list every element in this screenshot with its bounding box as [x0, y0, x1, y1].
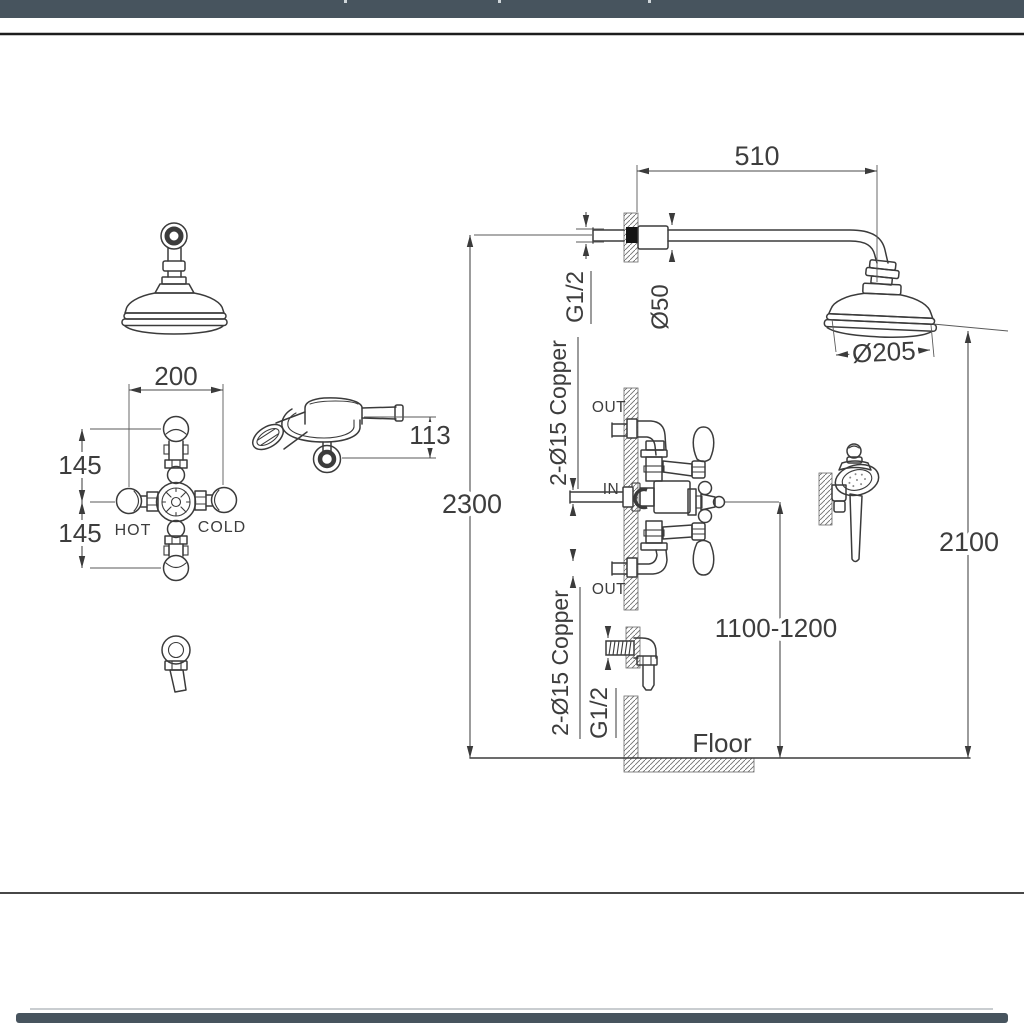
shower-head-side-view: [823, 282, 938, 338]
header-text-fragment: [344, 0, 347, 3]
outlet-elbow-side-view: G1/2: [586, 626, 658, 739]
dim-g12-outlet-label: G1/2: [586, 687, 613, 739]
dim-d50: Ø50: [647, 213, 676, 330]
dim-510-label: 510: [734, 141, 779, 171]
dim-1100-1200: 1100-1200: [711, 501, 841, 758]
dim-200: 200: [128, 361, 224, 487]
dim-113-label: 113: [409, 420, 450, 450]
port-mid-label: IN: [603, 481, 620, 498]
copper-lower-text: 2-Ø15 Copper: [547, 590, 573, 736]
handset-holder-side-view: [818, 443, 880, 563]
dim-510: 510: [636, 141, 878, 282]
dim-145-lower-label: 145: [58, 518, 101, 548]
copper-upper-text: 2-Ø15 Copper: [545, 340, 571, 486]
floor-hatch: [623, 757, 755, 773]
dim-2100: 2100: [932, 323, 1009, 758]
dim-2300: 2300: [438, 234, 592, 758]
dim-145: 145 145: [54, 428, 161, 569]
dim-d205: Ø205: [831, 318, 935, 373]
hot-label: HOT: [115, 522, 152, 539]
header-bar: [0, 0, 1024, 18]
cold-label: COLD: [198, 519, 246, 536]
header-text-fragment: [498, 0, 501, 3]
label-copper-upper: 2-Ø15 Copper: [545, 337, 579, 489]
dim-145-upper-label: 145: [58, 450, 101, 480]
dim-200-label: 200: [154, 361, 197, 391]
header-text-fragment: [648, 0, 651, 3]
shower-arm-side-view: [592, 225, 900, 286]
port-bottom-label: OUT: [592, 581, 626, 598]
thermostatic-valve-front-view: 200 145 145: [54, 361, 246, 582]
footer-bar: [16, 1013, 1008, 1023]
dim-d50-label: Ø50: [647, 284, 674, 329]
dim-g12-arm-label: G1/2: [562, 271, 589, 323]
dim-1100-1200-label: 1100-1200: [715, 613, 837, 643]
label-copper-lower: 2-Ø15 Copper: [547, 587, 581, 739]
overhead-shower-front-view: [121, 222, 228, 335]
wall-anchor-block: [626, 227, 638, 243]
floor-label: Floor: [692, 728, 752, 758]
wall-outlet-view: [161, 635, 191, 693]
dim-d205-label: Ø205: [851, 335, 916, 368]
dim-2300-label: 2300: [442, 489, 502, 519]
handset-cradle-view: 113: [251, 397, 455, 474]
dim-g12-arm: G1/2: [562, 212, 604, 324]
valve-side-view: OUT IN OUT: [569, 399, 726, 598]
dim-2100-label: 2100: [939, 527, 999, 557]
port-top-label: OUT: [592, 399, 626, 416]
dim-113: 113: [342, 416, 455, 459]
